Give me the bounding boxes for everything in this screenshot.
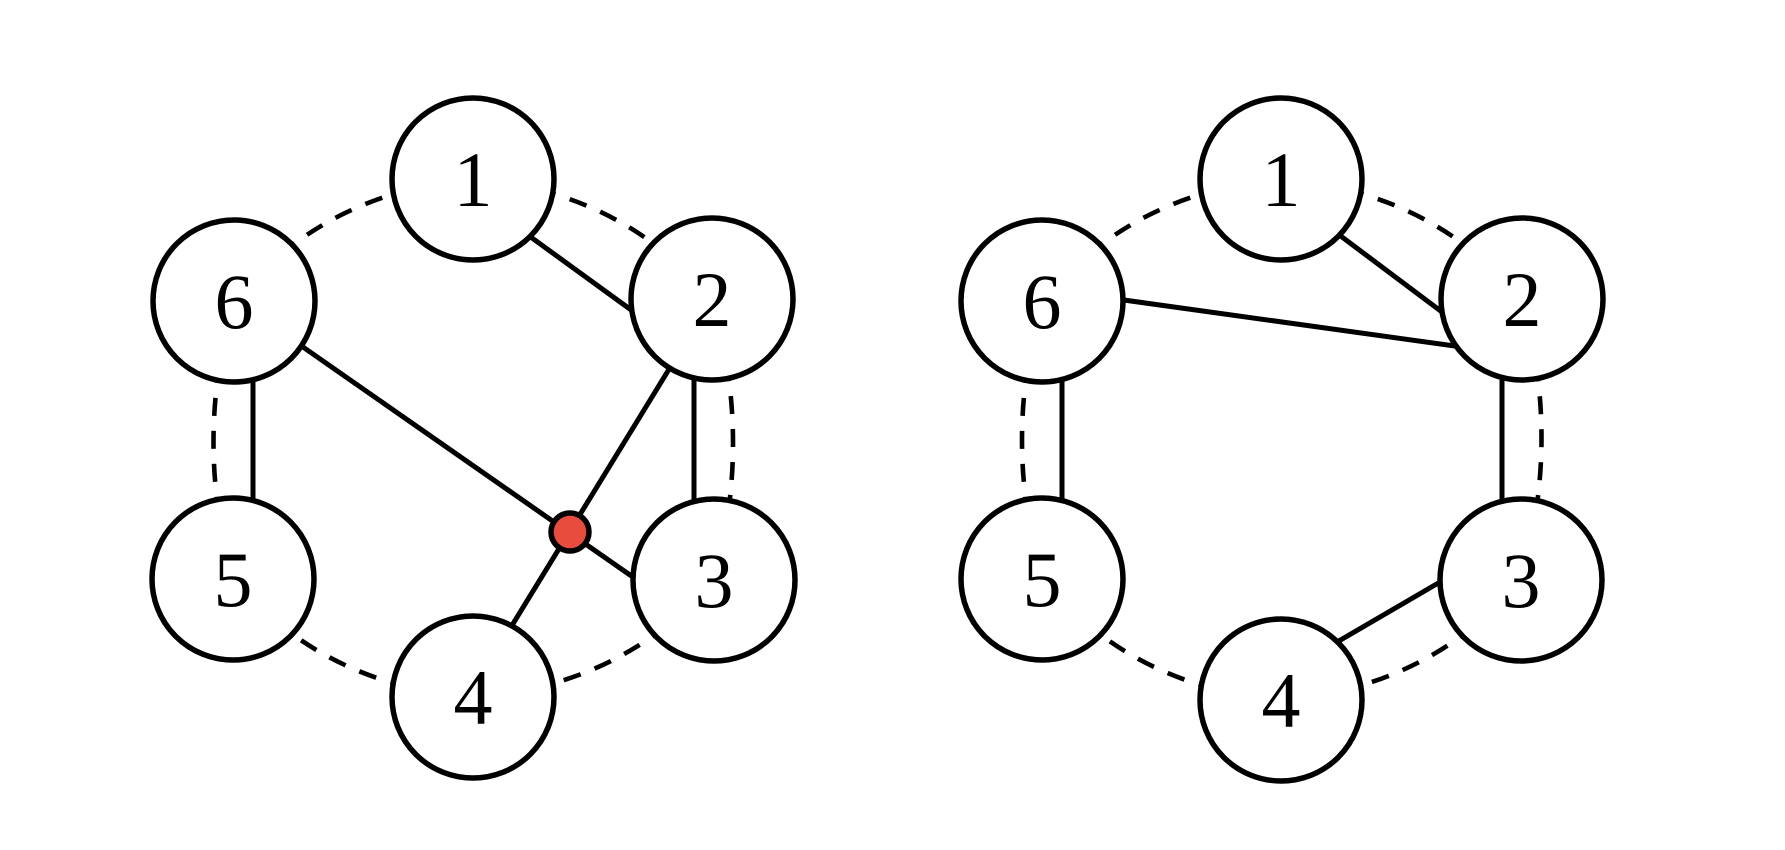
edge-left-6-3 <box>287 335 643 585</box>
node-label-left-3: 3 <box>695 537 734 624</box>
crossing-marker-dot <box>548 510 592 554</box>
edge-right-1-2 <box>1319 219 1465 330</box>
node-label-right-3: 3 <box>1502 537 1541 624</box>
node-left-3 <box>630 496 798 664</box>
node-label-left-5: 5 <box>214 536 253 623</box>
node-label-left-6: 6 <box>215 258 254 345</box>
node-label-right-1: 1 <box>1262 136 1301 223</box>
node-label-left-4: 4 <box>454 654 493 741</box>
node-label-right-5: 5 <box>1023 536 1062 623</box>
node-left-1 <box>389 95 557 263</box>
node-right-1 <box>1197 95 1365 263</box>
edge-left-2-4 <box>497 332 693 648</box>
node-label-right-6: 6 <box>1023 258 1062 345</box>
node-label-right-4: 4 <box>1262 657 1301 744</box>
node-label-left-1: 1 <box>454 136 493 223</box>
node-left-6 <box>150 217 318 385</box>
graph-left: 1 2 3 4 5 6 <box>149 95 798 781</box>
node-label-right-2: 2 <box>1503 256 1542 343</box>
edge-right-3-4 <box>1317 572 1455 655</box>
node-right-4 <box>1197 616 1365 784</box>
node-right-5 <box>958 495 1126 663</box>
node-label-left-2: 2 <box>693 256 732 343</box>
graph-right: 1 2 3 4 5 6 <box>958 95 1606 784</box>
node-left-2 <box>628 215 796 383</box>
node-right-2 <box>1438 215 1606 383</box>
node-left-5 <box>149 495 317 663</box>
node-right-3 <box>1437 496 1605 664</box>
node-left-4 <box>389 613 557 781</box>
node-right-6 <box>958 217 1126 385</box>
